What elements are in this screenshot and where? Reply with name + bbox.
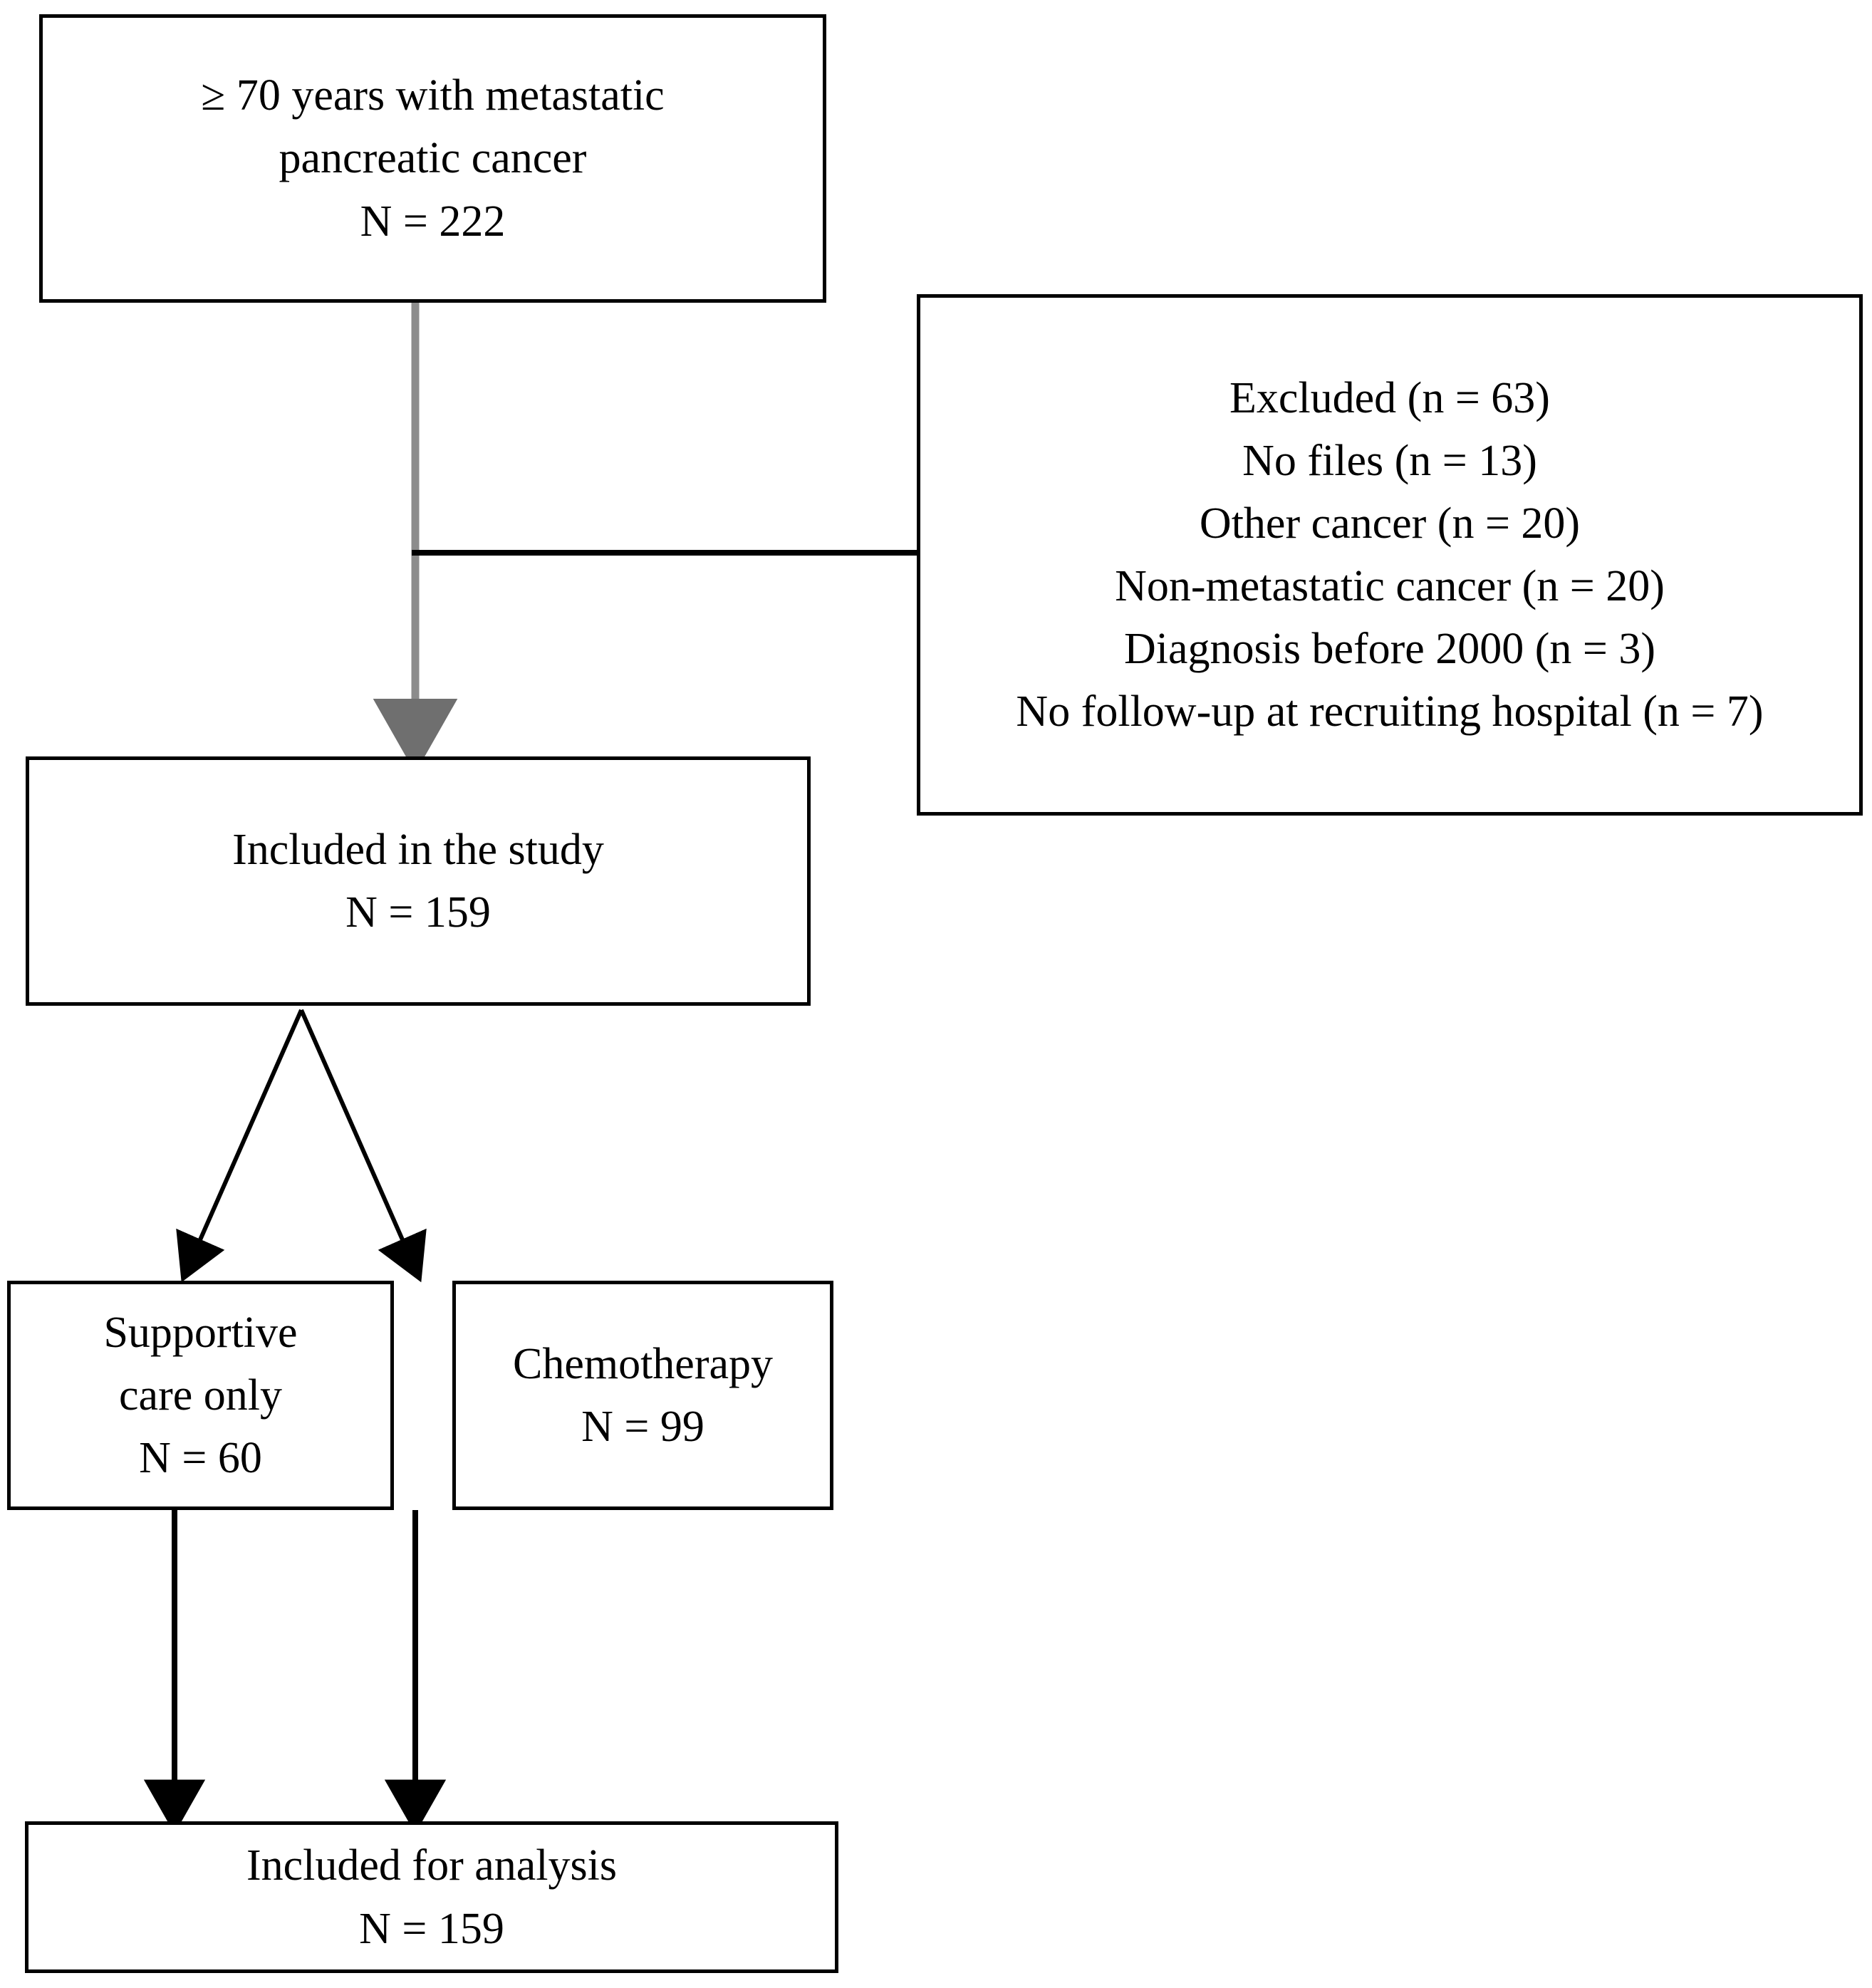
box-eligible-population-line-2: pancreatic cancer — [279, 134, 587, 183]
arrow-included-to-supportive — [176, 1009, 303, 1283]
excluded-total: Excluded (n = 63) — [1229, 373, 1550, 422]
box-chemotherapy-arm: Chemotherapy N = 99 — [452, 1281, 833, 1510]
excluded-other-cancer: Other cancer (n = 20) — [1199, 499, 1581, 548]
box-supportive-care-count: N = 60 — [139, 1434, 262, 1483]
box-eligible-population-count: N = 222 — [360, 197, 506, 246]
box-chemotherapy-label: Chemotherapy — [512, 1339, 773, 1388]
excluded-no-followup: No follow-up at recruiting hospital (n =… — [1016, 687, 1764, 737]
excluded-diagnosis-before-2000: Diagnosis before 2000 (n = 3) — [1123, 625, 1656, 674]
box-supportive-care-line-1: Supportive — [103, 1308, 298, 1357]
box-included-in-study-count: N = 159 — [345, 888, 491, 937]
box-included-in-study: Included in the study N = 159 — [26, 756, 811, 1006]
box-eligible-population-line-1: ≥ 70 years with metastatic — [201, 71, 665, 120]
box-excluded-participants: Excluded (n = 63) No files (n = 13) Othe… — [917, 294, 1863, 816]
box-eligible-population: ≥ 70 years with metastatic pancreatic ca… — [39, 14, 826, 303]
excluded-no-files: No files (n = 13) — [1242, 436, 1537, 485]
box-chemotherapy-count: N = 99 — [581, 1402, 704, 1451]
excluded-non-metastatic-cancer: Non-metastatic cancer (n = 20) — [1115, 562, 1665, 610]
box-included-for-analysis-count: N = 159 — [359, 1904, 504, 1953]
box-included-for-analysis-label: Included for analysis — [246, 1841, 617, 1890]
box-supportive-care-arm: Supportive care only N = 60 — [7, 1281, 394, 1510]
arrow-included-to-chemotherapy — [299, 1009, 427, 1283]
box-included-in-study-label: Included in the study — [232, 825, 604, 874]
box-supportive-care-line-2: care only — [119, 1370, 282, 1420]
box-included-for-analysis: Included for analysis N = 159 — [25, 1821, 838, 1973]
